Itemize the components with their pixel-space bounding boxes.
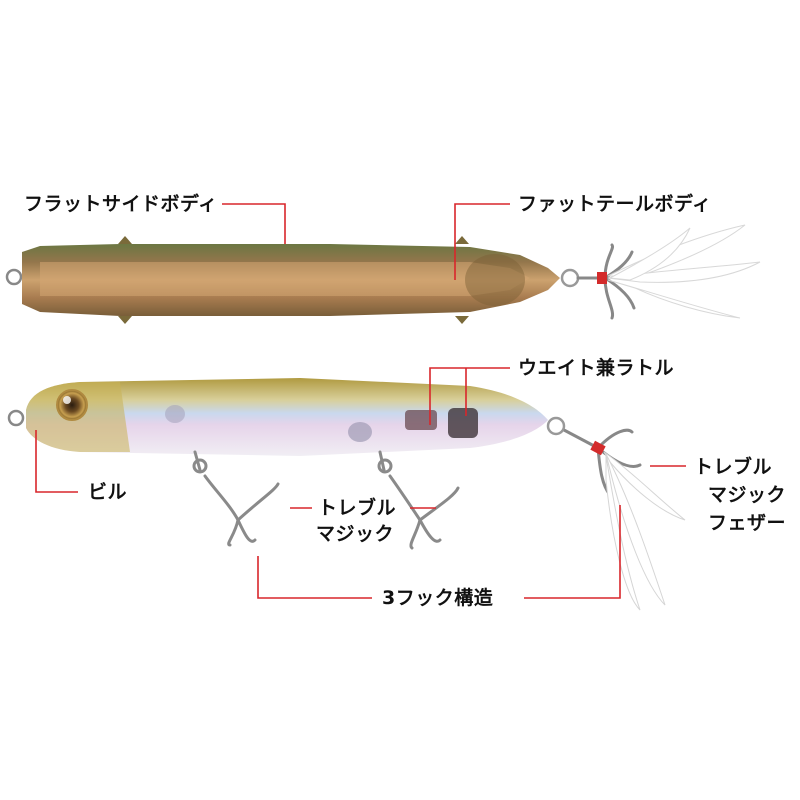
top-lure-hanger-1: [118, 236, 132, 244]
bottom-lure: [7, 378, 686, 611]
bottom-lure-eye-glint: [63, 396, 71, 404]
label-treble-magic-feather-line3: フェザー: [708, 512, 787, 534]
top-lure-tail-ring: [560, 268, 580, 288]
belly-treble-hook-2: [377, 450, 460, 550]
label-treble-magic-center: トレブル マジック: [316, 496, 397, 546]
label-treble-magic-feather-line2: マジック: [708, 484, 787, 506]
weight-rattle: [165, 405, 478, 442]
label-bill: ビル: [88, 481, 128, 503]
label-weight-rattle: ウエイト兼ラトル: [518, 357, 675, 379]
top-tail-red-wrap: [597, 272, 607, 284]
top-lure-center-panel: [40, 262, 530, 296]
leader-bill: [35, 430, 78, 493]
leader-fat-tail-body: [454, 203, 510, 280]
label-three-hook-structure: 3フック構造: [382, 587, 494, 609]
top-tail-feather: [607, 224, 761, 319]
top-lure-hanger-2: [455, 236, 469, 244]
label-flat-side-body: フラットサイドボディ: [24, 193, 218, 215]
leader-weight-rattle: [429, 367, 510, 425]
top-lure-hanger-3: [118, 316, 132, 324]
leader-three-hook-left: [257, 556, 372, 599]
leader-flat-side-body: [222, 203, 286, 244]
top-lure-tail-bulge: [465, 254, 525, 306]
bottom-lure-tail-ring: [546, 416, 566, 436]
bottom-lure-body: [26, 378, 548, 456]
bottom-tail-red-wrap: [590, 440, 606, 456]
belly-treble-hook-1: [192, 450, 280, 547]
label-treble-magic-center-line1: トレブル: [318, 497, 397, 519]
label-treble-magic-feather-line1: トレブル: [694, 456, 773, 478]
top-lure-hanger-4: [455, 316, 469, 324]
top-lure: [5, 224, 761, 324]
bottom-lure-line-eye: [7, 409, 25, 427]
bottom-tail-feather: [603, 451, 686, 611]
top-lure-line-eye: [5, 268, 23, 286]
leader-three-hook-right: [524, 505, 621, 599]
bottom-lure-eye: [56, 389, 88, 421]
leader-lines: [35, 203, 686, 599]
label-treble-magic-feather: トレブル マジック フェザー: [694, 455, 786, 535]
label-treble-magic-center-line2: マジック: [316, 523, 395, 545]
label-fat-tail-body: ファットテールボディ: [518, 193, 712, 215]
